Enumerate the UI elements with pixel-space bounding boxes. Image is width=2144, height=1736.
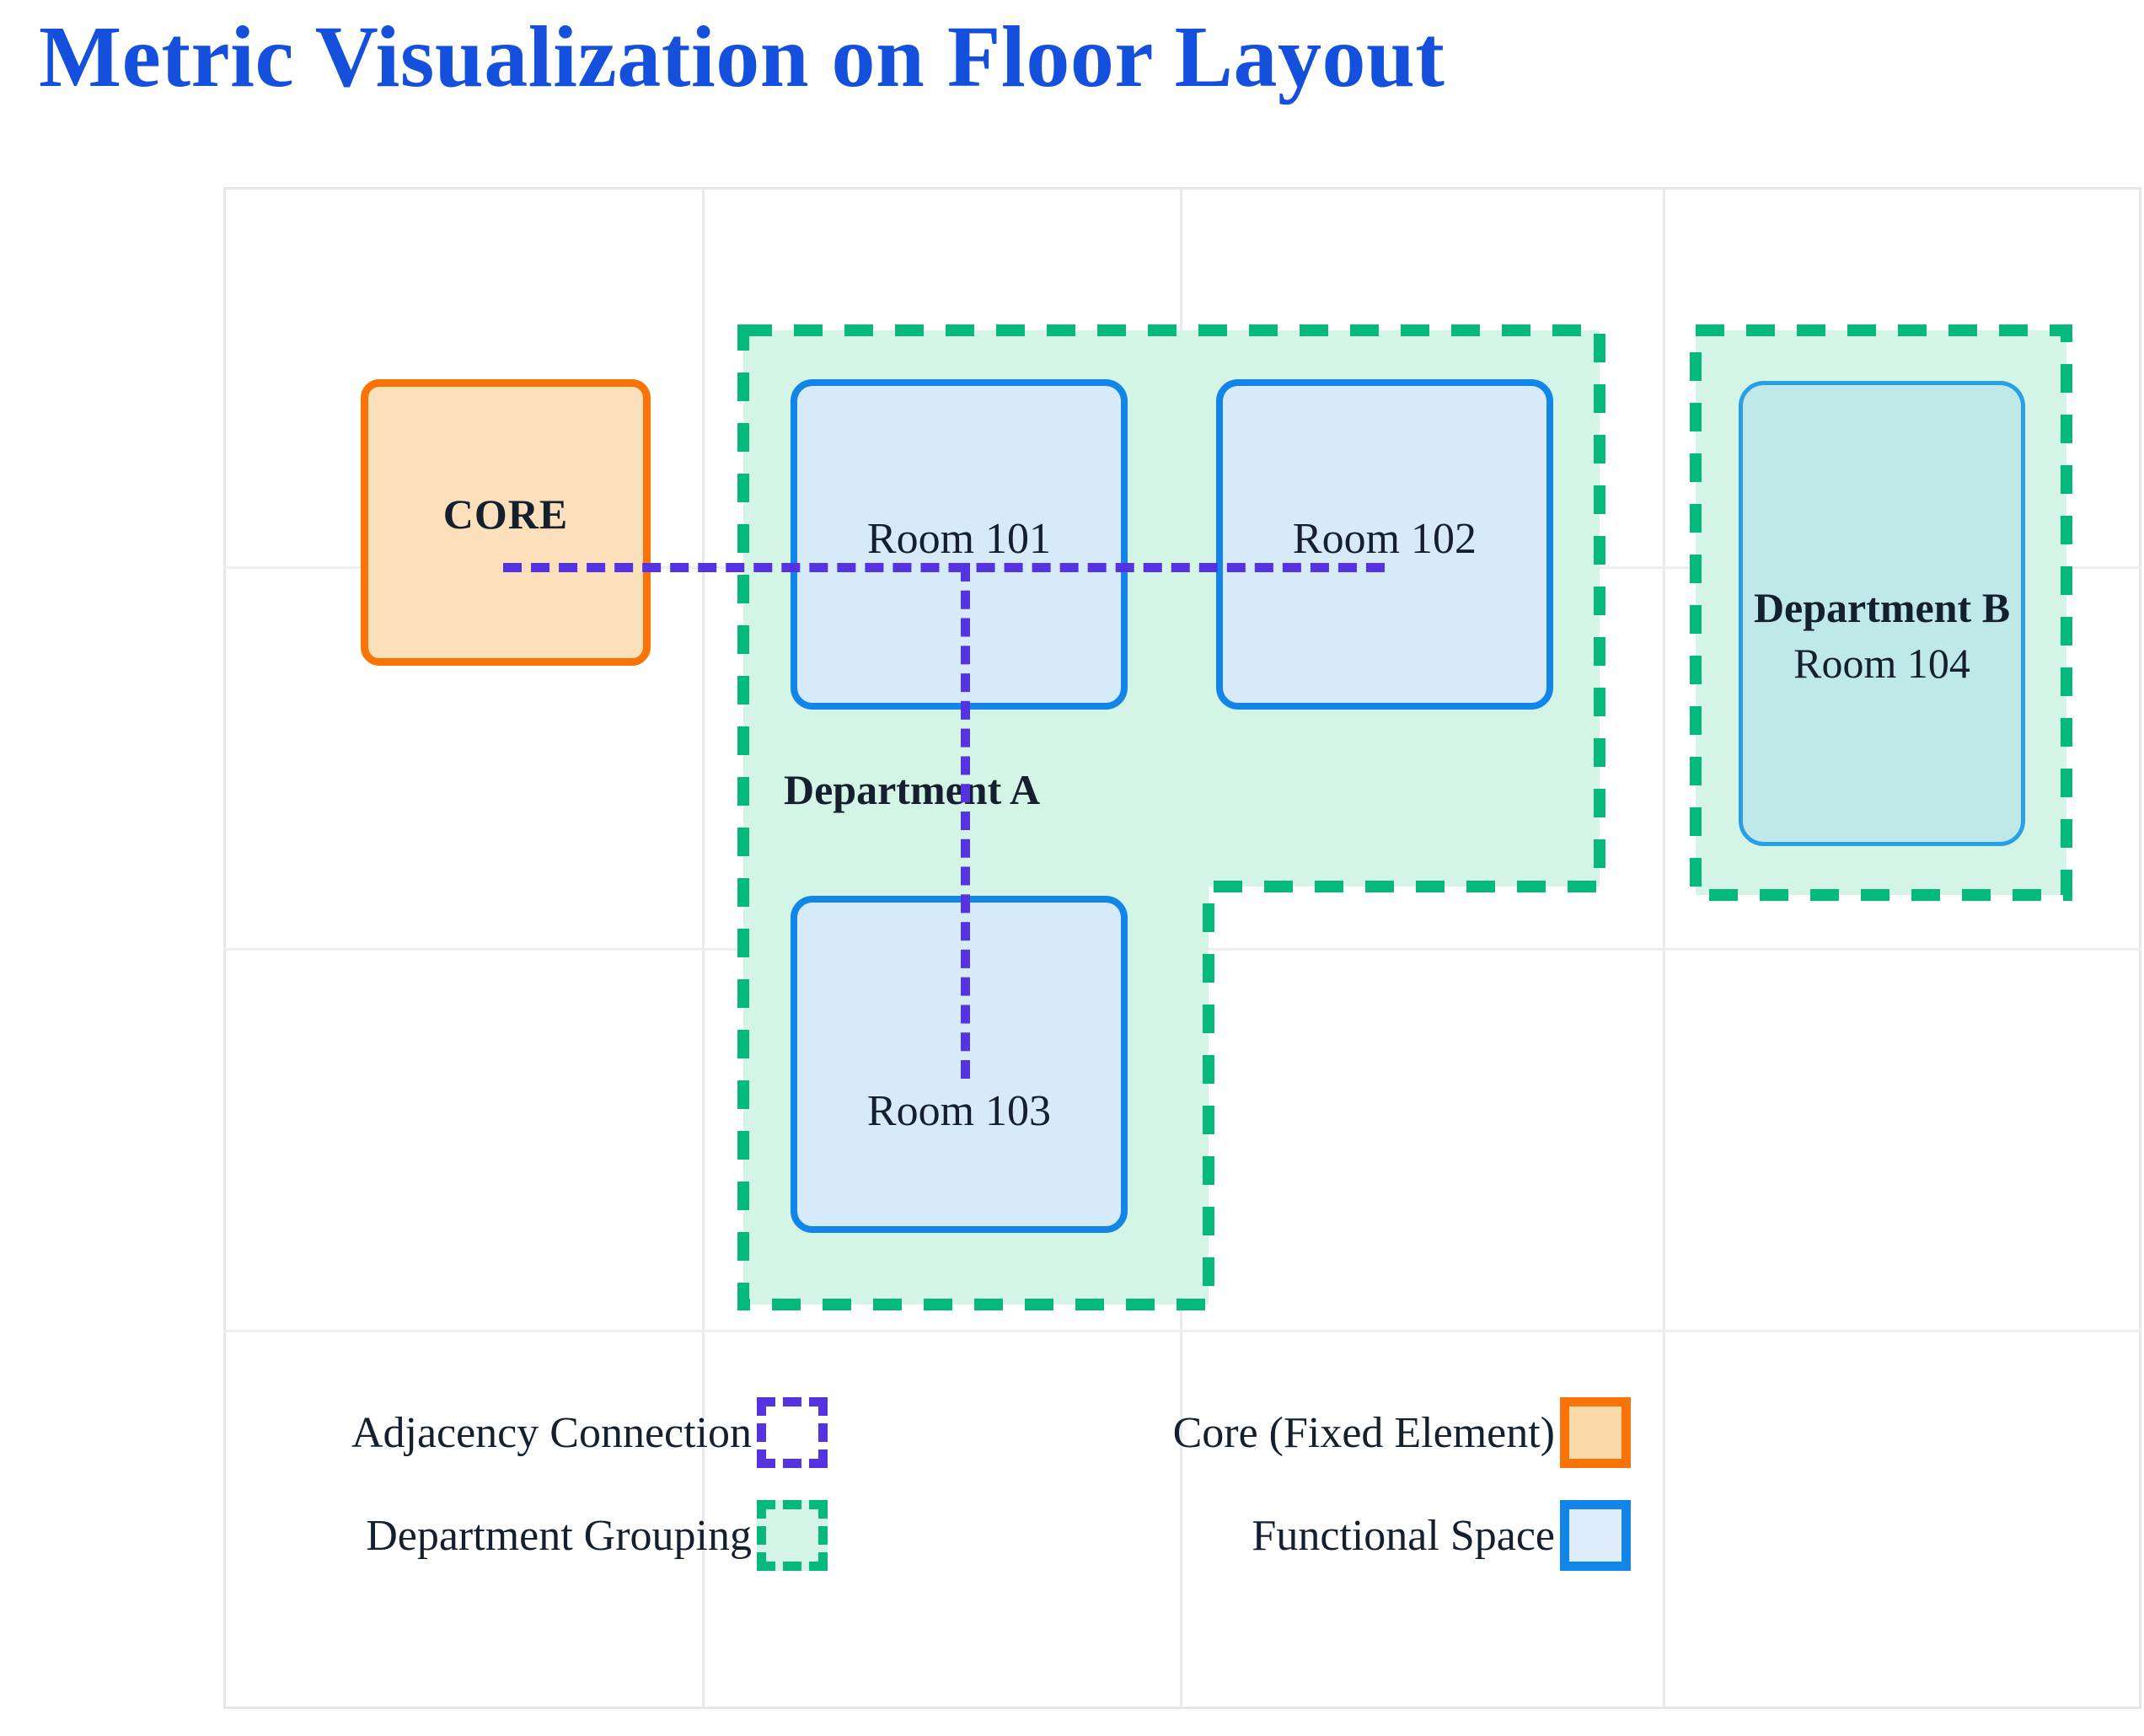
room-101-box[interactable]: Room 101 xyxy=(791,379,1128,710)
legend-label-functional-space: Functional Space xyxy=(1252,1511,1555,1560)
core-solid-square-icon xyxy=(1560,1397,1631,1468)
adjacency-connection-room101-room103[interactable] xyxy=(961,563,970,1079)
room-102-label: Room 102 xyxy=(1292,515,1477,563)
legend-label-adjacency-connection: Adjacency Connection xyxy=(351,1408,752,1457)
functional-space-solid-square-icon xyxy=(1560,1500,1631,1571)
room-102-box[interactable]: Room 102 xyxy=(1216,379,1553,710)
legend-label-department-grouping: Department Grouping xyxy=(366,1511,752,1560)
legend-item-department-grouping[interactable]: Department Grouping xyxy=(238,1500,828,1571)
legend-item-adjacency-connection[interactable]: Adjacency Connection xyxy=(238,1397,828,1468)
room-104-label: Room 104 xyxy=(1793,640,1970,687)
gridline-horizontal xyxy=(223,1330,2141,1332)
adjacency-connection-core-room102[interactable] xyxy=(503,563,1385,572)
page-title: Metric Visualization on Floor Layout xyxy=(39,8,1445,105)
core-box[interactable]: CORE xyxy=(361,379,651,666)
legend-item-functional-space[interactable]: Functional Space xyxy=(1062,1500,1631,1571)
room-103-box[interactable]: Room 103 xyxy=(791,896,1128,1233)
legend-item-core-fixed-element[interactable]: Core (Fixed Element) xyxy=(1062,1397,1631,1468)
room-104-box[interactable] xyxy=(1739,381,2025,846)
room-103-label: Room 103 xyxy=(866,1087,1052,1135)
adjacency-dashed-square-icon xyxy=(757,1397,828,1468)
department-a-label: Department A xyxy=(784,766,1041,813)
gridline-horizontal xyxy=(223,187,2141,190)
gridline-horizontal xyxy=(223,1707,2141,1709)
department-b-label: Department B xyxy=(1753,584,2011,631)
legend-label-core-fixed-element: Core (Fixed Element) xyxy=(1172,1408,1555,1457)
room-101-label: Room 101 xyxy=(866,515,1052,563)
department-grouping-dashed-square-icon xyxy=(757,1500,828,1571)
core-label: CORE xyxy=(442,490,569,538)
